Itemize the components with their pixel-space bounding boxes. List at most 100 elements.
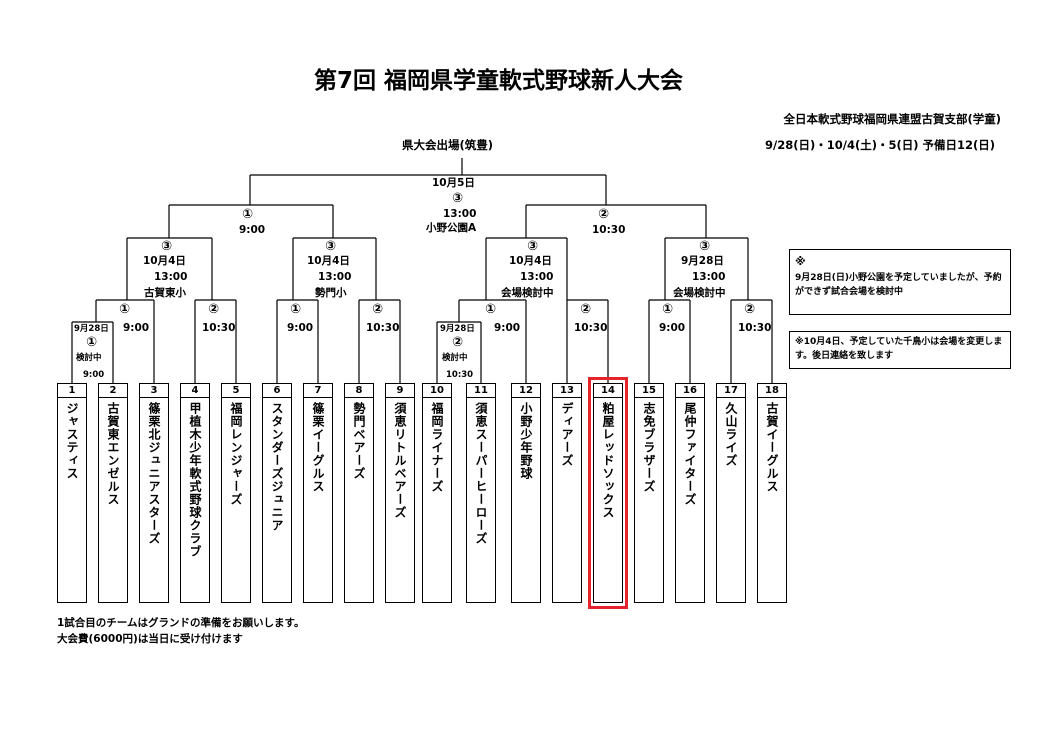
team-number: 5 [222, 384, 250, 398]
team-number: 14 [594, 384, 622, 398]
qf-2-date: 10月4日 [307, 255, 350, 267]
r1-2-time: 10:30 [446, 370, 474, 380]
qf-1-date: 10月4日 [143, 255, 186, 267]
qf-4-circle: ③ [699, 239, 711, 254]
team-name: 福岡レンジャーズ [229, 402, 243, 506]
team-box: 8 勢門ベアーズ [344, 383, 374, 603]
note-box-venue: ※ 9月28日(日)小野公園を予定していましたが、予約ができず試合会場を検討中 [789, 249, 1011, 315]
semi-1-circle: ① [242, 207, 254, 222]
team-name: 小野少年野球 [519, 402, 533, 480]
semi-2-circle: ② [598, 207, 610, 222]
page-title: 第7回 福岡県学童軟式野球新人大会 [314, 68, 684, 94]
team-box: 2 古賀東エンゼルス [98, 383, 128, 603]
team-number: 2 [99, 384, 127, 398]
final-circle: ③ [452, 191, 464, 206]
r1-1-circle: ① [86, 335, 98, 350]
r2-5-circle: ① [485, 302, 497, 317]
r2-5-time: 9:00 [494, 322, 521, 334]
r2-7-time: 9:00 [659, 322, 686, 334]
team-number: 1 [58, 384, 86, 398]
team-number: 17 [717, 384, 745, 398]
team-name: 久山ライズ [724, 402, 738, 467]
r2-1-circle: ① [119, 302, 131, 317]
qf-1-venue: 古賀東小 [144, 287, 186, 299]
team-name: 須恵リトルベアーズ [393, 402, 407, 519]
note-box-change: ※10月4日、予定していた千鳥小は会場を変更します。後日連絡を致します [789, 331, 1011, 369]
r2-1-time: 9:00 [123, 322, 150, 334]
team-number: 8 [345, 384, 373, 398]
final-venue: 小野公園A [426, 222, 477, 234]
r2-3-circle: ① [290, 302, 302, 317]
qualify-label: 県大会出場(筑豊) [402, 138, 494, 152]
r2-3-time: 9:00 [287, 322, 314, 334]
team-name: スタンダーズジュニア [270, 402, 284, 532]
team-box: 12 小野少年野球 [511, 383, 541, 603]
footer-line-1: 1試合目のチームはグランドの準備をお願いします。 [57, 617, 305, 629]
r2-4-circle: ② [372, 302, 384, 317]
note-text-2: ※10月4日、予定していた千鳥小は会場を変更します。後日連絡を致します [795, 337, 1003, 362]
qf-3-time: 13:00 [520, 271, 554, 283]
team-number: 7 [304, 384, 332, 398]
team-box: 15 志免ブラザーズ [634, 383, 664, 603]
final-date: 10月5日 [432, 177, 475, 189]
organizer: 全日本軟式野球福岡県連盟古賀支部(学童) [783, 112, 1001, 126]
team-box: 14 粕屋レッドソックス [593, 383, 623, 603]
dates: 9/28(日)・10/4(土)・5(日) 予備日12(日) [765, 138, 995, 152]
qf-4-venue: 会場検討中 [673, 287, 726, 299]
team-box: 3 篠栗北ジュニアスターズ [139, 383, 169, 603]
team-number: 3 [140, 384, 168, 398]
team-name: 尾仲ファイターズ [683, 402, 697, 506]
qf-3-circle: ③ [527, 239, 539, 254]
r1-1-date: 9月28日 [74, 324, 109, 334]
team-number: 15 [635, 384, 663, 398]
r2-7-circle: ① [662, 302, 674, 317]
semi-1-time: 9:00 [239, 224, 266, 236]
team-number: 13 [553, 384, 581, 398]
note-text-1: 9月28日(日)小野公園を予定していましたが、予約ができず試合会場を検討中 [795, 272, 1002, 297]
team-highlight-box [588, 377, 628, 609]
team-number: 11 [467, 384, 495, 398]
r1-2-date: 9月28日 [440, 324, 475, 334]
r1-2-circle: ② [452, 335, 464, 350]
team-name: ディアーズ [560, 402, 574, 467]
r1-1-venue: 検討中 [76, 353, 102, 363]
team-box: 17 久山ライズ [716, 383, 746, 603]
semi-2-time: 10:30 [592, 224, 626, 236]
note-mark: ※ [795, 255, 806, 268]
team-name: 古賀東エンゼルス [106, 402, 120, 506]
team-name: 志免ブラザーズ [642, 402, 656, 493]
qf-3-date: 10月4日 [509, 255, 552, 267]
team-box: 6 スタンダーズジュニア [262, 383, 292, 603]
r2-2-time: 10:30 [202, 322, 236, 334]
r2-8-time: 10:30 [738, 322, 772, 334]
team-number: 6 [263, 384, 291, 398]
team-name: 篠栗北ジュニアスターズ [147, 402, 161, 545]
team-box: 1 ジャスティス [57, 383, 87, 603]
team-name: 勢門ベアーズ [352, 402, 366, 480]
r2-2-circle: ② [208, 302, 220, 317]
r2-6-time: 10:30 [574, 322, 608, 334]
qf-3-venue: 会場検討中 [501, 287, 554, 299]
team-name: ジャスティス [65, 402, 79, 480]
r1-1-time: 9:00 [83, 370, 105, 380]
team-number: 12 [512, 384, 540, 398]
team-name: 福岡ライナーズ [430, 402, 444, 493]
team-number: 4 [181, 384, 209, 398]
team-box: 5 福岡レンジャーズ [221, 383, 251, 603]
team-name: 古賀イーグルス [765, 402, 779, 493]
r2-4-time: 10:30 [366, 322, 400, 334]
r2-8-circle: ② [744, 302, 756, 317]
qf-2-time: 13:00 [318, 271, 352, 283]
team-name: 粕屋レッドソックス [601, 402, 615, 519]
r2-6-circle: ② [580, 302, 592, 317]
final-time: 13:00 [443, 208, 477, 220]
team-number: 16 [676, 384, 704, 398]
team-box: 13 ディアーズ [552, 383, 582, 603]
